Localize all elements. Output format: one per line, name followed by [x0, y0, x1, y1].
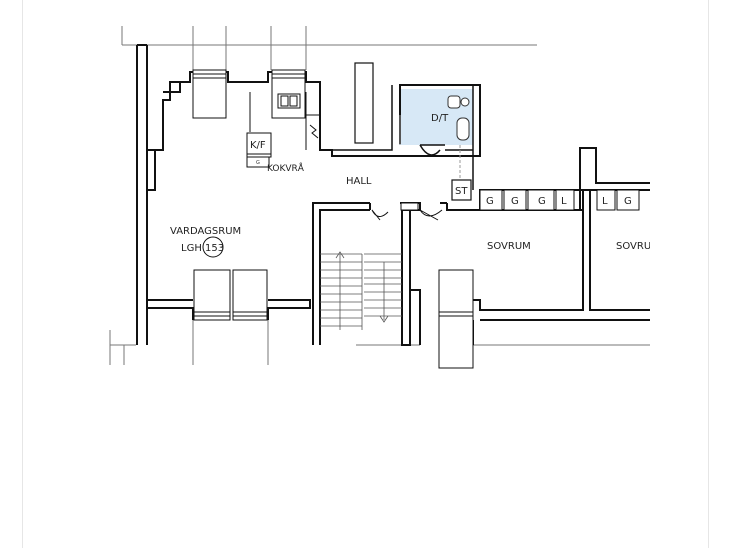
- appliance-label-g: G: [256, 160, 260, 166]
- room-label-sovrum-2: SOVRU: [616, 241, 651, 252]
- exterior-walls: [136, 44, 650, 346]
- room-label-kokvra: KOKVRÅ: [267, 162, 305, 174]
- closet-label-l2: L: [602, 196, 608, 207]
- room-label-sovrum-1: SOVRUM: [487, 241, 531, 252]
- doors: [371, 202, 443, 221]
- bathroom-fixtures: [399, 95, 470, 180]
- closet-label-g3: G: [538, 196, 546, 207]
- stairs: [320, 251, 402, 330]
- hall-wardrobe: [354, 62, 374, 144]
- closet-label-l1: L: [561, 196, 567, 207]
- kitchen-fixtures: [246, 92, 320, 168]
- apartment-label-prefix: LGH: [181, 243, 202, 254]
- bedroom-closets: [479, 189, 640, 211]
- closet-label-g2: G: [511, 196, 519, 207]
- apartment-number-circle: [202, 236, 224, 258]
- closet-label-st: ST: [455, 186, 468, 197]
- st-closet: [451, 179, 472, 201]
- closet-label-g4: G: [624, 196, 632, 207]
- document-frame: [22, 0, 709, 548]
- room-label-hall: HALL: [346, 176, 372, 187]
- windows: [192, 69, 474, 369]
- room-label-vardagsrum: VARDAGSRUM: [170, 226, 241, 237]
- crop-mask-right: [650, 140, 708, 370]
- thin-context-lines: [109, 26, 650, 365]
- appliance-label-kf: K/F: [250, 140, 266, 151]
- apartment-number: 153: [205, 243, 224, 254]
- closet-label-g1: G: [486, 196, 494, 207]
- bathroom-walls: [332, 85, 474, 190]
- room-label-dt: D/T: [431, 113, 449, 124]
